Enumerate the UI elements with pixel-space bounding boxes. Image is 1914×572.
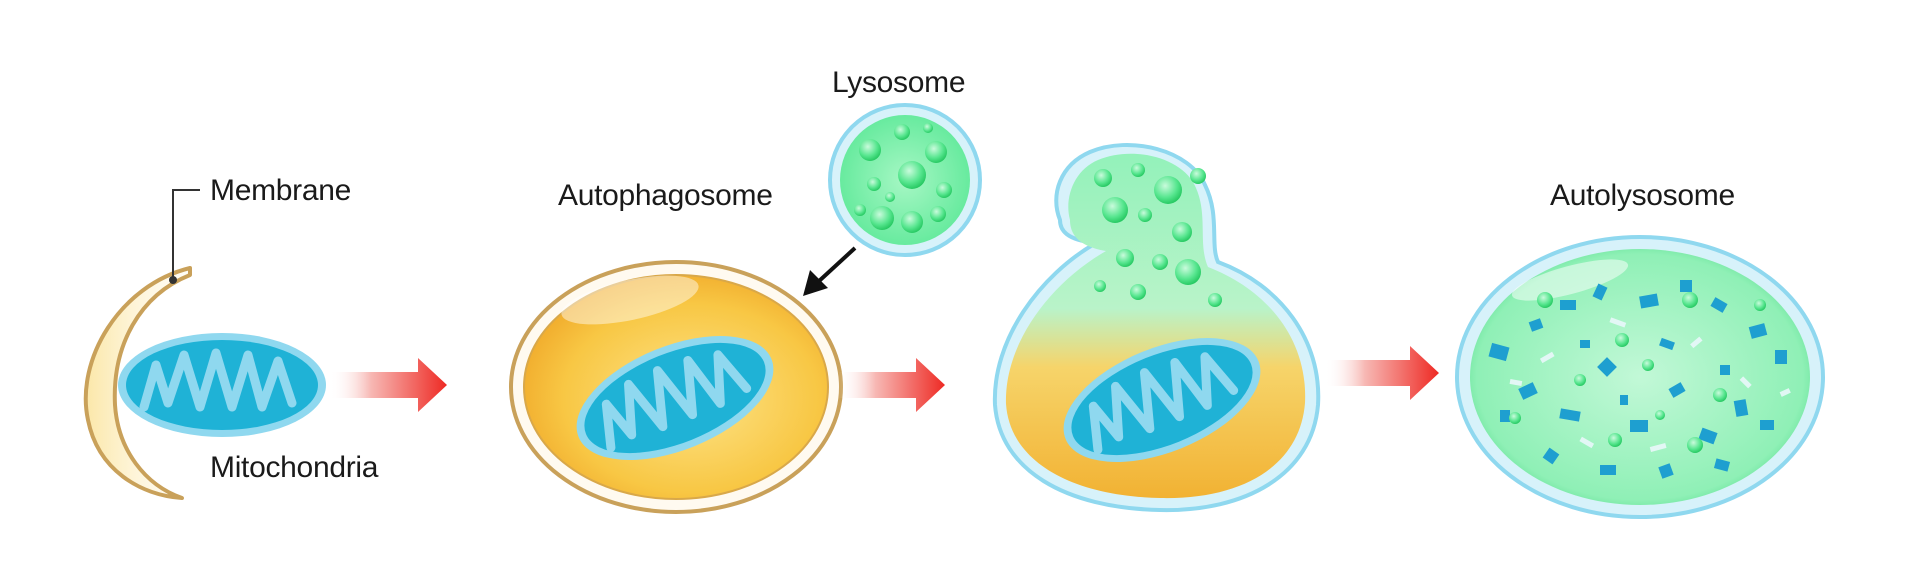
stage-autolysosome: Autolysosome bbox=[1455, 179, 1825, 519]
fusion-granules bbox=[1094, 163, 1222, 307]
label-membrane: Membrane bbox=[210, 174, 351, 207]
autophagosome-highlight bbox=[561, 275, 699, 325]
autolysosome-granules bbox=[1509, 292, 1766, 453]
label-autolysosome: Autolysosome bbox=[1550, 179, 1735, 212]
phagophore-membrane bbox=[83, 266, 192, 500]
membrane-leader-line bbox=[172, 189, 200, 280]
label-mitochondria: Mitochondria bbox=[210, 451, 379, 484]
stage-membrane-forming: Membrane Mitochondria bbox=[83, 174, 379, 500]
degraded-fragments-light bbox=[1509, 317, 1791, 452]
label-lysosome: Lysosome bbox=[832, 66, 965, 99]
stage-fusion bbox=[992, 143, 1321, 513]
autolysosome-body bbox=[1470, 249, 1810, 505]
degraded-fragments bbox=[1488, 280, 1787, 479]
mitochondria-3 bbox=[1063, 338, 1261, 462]
arrow-1 bbox=[330, 358, 447, 412]
mitochondria-2 bbox=[576, 336, 774, 460]
arrow-3 bbox=[1325, 346, 1439, 400]
arrow-2 bbox=[838, 358, 945, 412]
label-autophagosome: Autophagosome bbox=[558, 179, 773, 212]
stage-autophagosome: Autophagosome bbox=[509, 179, 843, 514]
stage-lysosome: Lysosome bbox=[828, 66, 982, 257]
lysosome-pointer-arrow bbox=[803, 246, 857, 296]
autolysosome-highlight bbox=[1511, 259, 1629, 301]
lysosome-granules bbox=[854, 123, 952, 233]
mitochondria-1 bbox=[118, 333, 326, 437]
